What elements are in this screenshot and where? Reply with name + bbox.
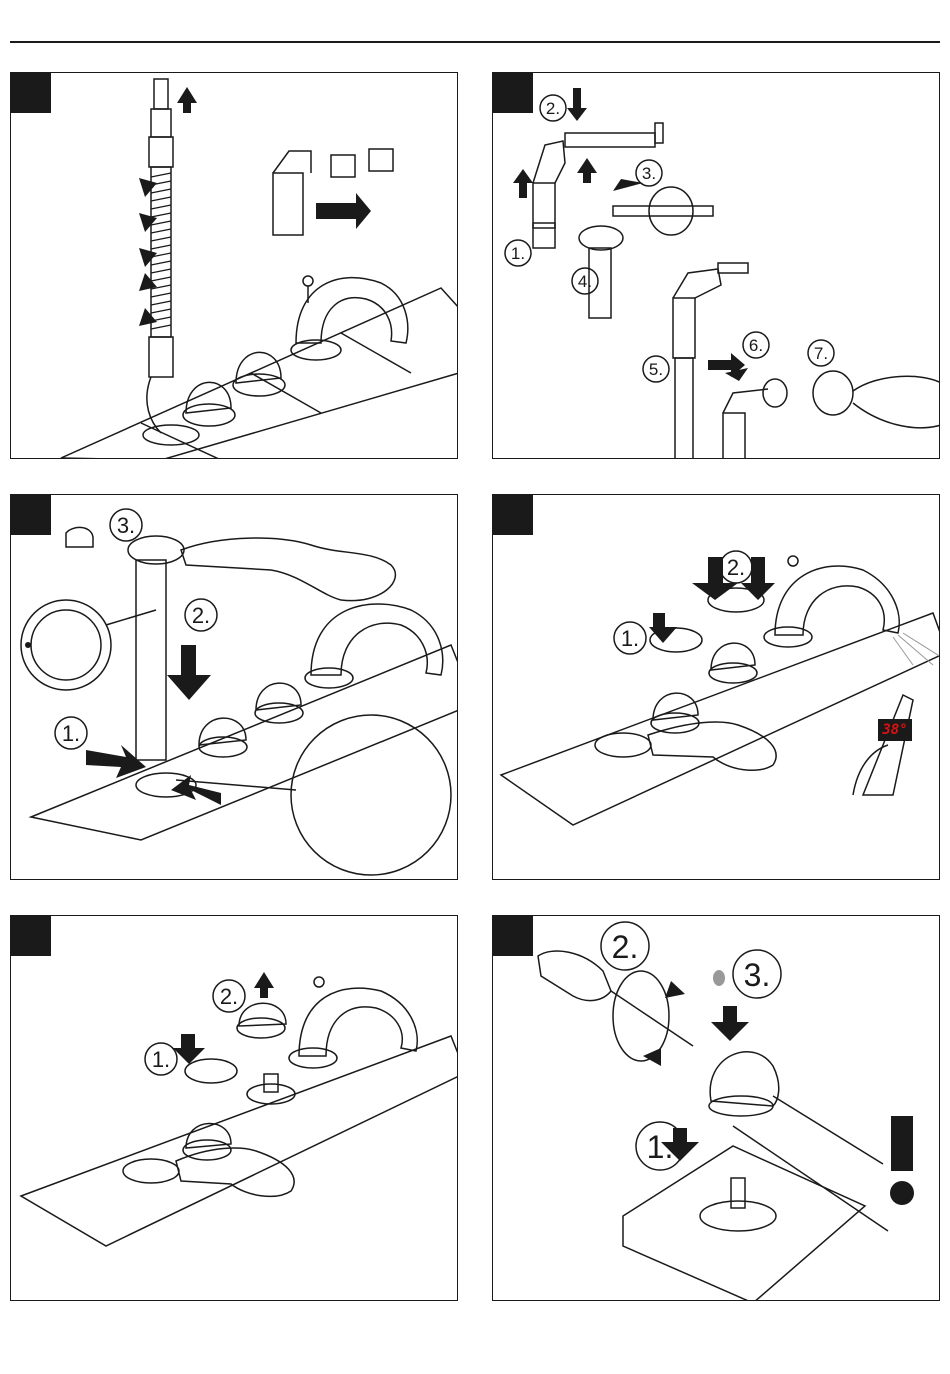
thermometer-display: 38° (878, 719, 912, 741)
step-label: 1. (647, 1129, 674, 1165)
handle-removal-illustration: 1. 2. (11, 916, 458, 1301)
top-rule (10, 41, 940, 43)
step-label: 1. (62, 721, 80, 746)
step-label: 2. (612, 929, 639, 965)
exclamation-mark-icon (890, 1181, 914, 1205)
step-panel-4: 1. 2. 38° (492, 494, 940, 880)
step-label: 1. (511, 244, 525, 263)
step-label: 2. (546, 99, 560, 118)
hose-removal-illustration (11, 73, 458, 459)
step-label: 3. (642, 164, 656, 183)
step-panel-1 (10, 72, 458, 459)
step-panel-6: 1. 2. 3. (492, 915, 940, 1301)
step-label: 1. (152, 1047, 170, 1072)
step-label: 2. (220, 984, 238, 1009)
hose-installation-illustration: 1. 2. 3. (11, 495, 458, 880)
step-label: 5. (649, 360, 663, 379)
step-panel-3: 1. 2. 3. (10, 494, 458, 880)
step-label: 7. (814, 344, 828, 363)
exclamation-mark-icon (891, 1116, 913, 1171)
step-label: 2. (727, 555, 745, 580)
temperature-check-illustration: 1. 2. (493, 495, 940, 880)
step-panel-2: 1. 2. 3. 4. 5. 6. 7. (492, 72, 940, 459)
step-label: 6. (749, 336, 763, 355)
step-label: 3. (744, 957, 771, 993)
cap-screw-illustration: 1. 2. 3. (493, 916, 940, 1301)
step-label: 3. (117, 513, 135, 538)
step-panel-5: 1. 2. (10, 915, 458, 1301)
step-label: 1. (621, 626, 639, 651)
step-label: 4. (578, 272, 592, 291)
step-label: 2. (192, 603, 210, 628)
hose-assembly-illustration: 1. 2. 3. 4. 5. 6. 7. (493, 73, 940, 459)
